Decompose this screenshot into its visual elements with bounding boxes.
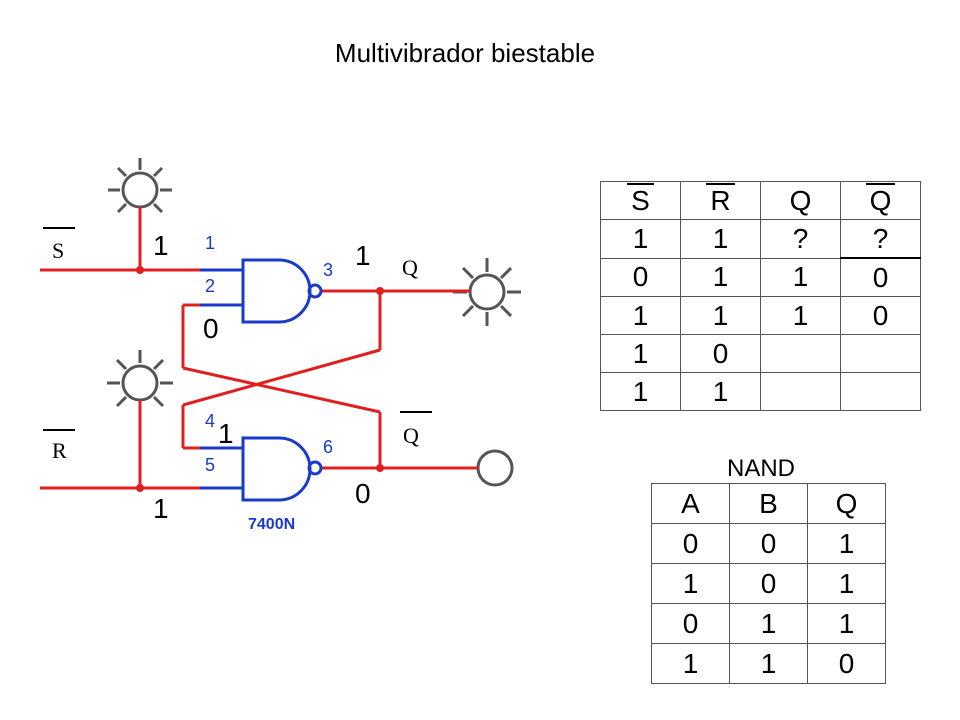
table-cell: 0: [840, 296, 921, 335]
table-cell: 0: [729, 563, 808, 604]
header-r-text: R: [706, 182, 735, 216]
table-cell: 1: [760, 257, 841, 297]
qbar-out-level: 0: [355, 478, 371, 509]
header-r: R: [680, 181, 761, 220]
table-cell: 1: [807, 523, 886, 564]
pin-6-label: 6: [323, 437, 334, 457]
table-cell: [760, 372, 841, 411]
r-line-level: 1: [153, 493, 169, 524]
sr-latch-circuit: [40, 158, 521, 502]
r-input-label: R: [52, 438, 67, 463]
table-cell: 1: [651, 563, 730, 604]
nand-gate-2-icon: [200, 436, 323, 502]
lamp-r-icon: [107, 350, 173, 416]
header-s: S: [600, 181, 681, 220]
table-cell: 0: [651, 603, 730, 644]
table-cell: 1: [600, 372, 681, 411]
qbar-overbar: [400, 411, 432, 413]
r-overbar: [43, 429, 75, 431]
header-q: Q: [807, 483, 886, 524]
chip-label: 7400N: [248, 516, 296, 533]
nand-gate-1-icon: [200, 258, 323, 324]
table-row: 0 0 1: [651, 523, 886, 564]
table-cell: ?: [840, 219, 921, 259]
table-cell: 1: [680, 219, 761, 259]
table-cell: 0: [680, 334, 761, 373]
header-q-text: Q: [789, 184, 812, 216]
nand-table-label: NAND: [727, 455, 796, 482]
pin-1-label: 1: [205, 233, 216, 253]
table-cell: 1: [729, 643, 808, 684]
table-row: 1 0 1: [651, 563, 886, 604]
table-cell: 1: [760, 296, 841, 335]
table-cell: 1: [600, 334, 681, 373]
junction-dots: [136, 266, 384, 492]
s-line-level: 1: [153, 230, 169, 261]
table-row: 0 1 1: [651, 603, 886, 644]
table-cell: 1: [600, 219, 681, 259]
s-input-label: S: [52, 238, 65, 263]
table-cell: ?: [760, 219, 841, 259]
lamp-s-icon: [108, 158, 172, 222]
lamp-qbar-icon: [476, 449, 514, 487]
table-cell: 0: [651, 523, 730, 564]
table-cell: 1: [680, 372, 761, 411]
gate2-in1-level: 1: [218, 418, 234, 449]
header-a: A: [651, 483, 730, 524]
q-output-label: Q: [402, 255, 418, 280]
table-cell: 0: [840, 257, 921, 297]
table-cell: 1: [680, 296, 761, 335]
pin-5-label: 5: [205, 455, 216, 475]
table-cell: [840, 372, 921, 411]
table-row: 1 1 1 0: [600, 296, 921, 335]
table-header-row: S R Q Q: [600, 181, 921, 220]
table-cell: 1: [600, 296, 681, 335]
s-overbar: [43, 227, 75, 229]
header-b: B: [729, 483, 808, 524]
qbar-output-label: Q: [403, 423, 419, 448]
pin-3-label: 3: [323, 260, 334, 280]
sr-truth-table: S R Q Q 1 1 ? ? 0 1 1 0 1 1 1 0 1 0 1 1: [600, 181, 921, 411]
table-cell: 1: [651, 643, 730, 684]
q-out-level: 1: [355, 240, 371, 271]
table-cell: [840, 334, 921, 373]
table-cell: 1: [807, 563, 886, 604]
header-s-text: S: [627, 182, 654, 216]
table-cell: 1: [680, 257, 761, 297]
table-cell: [760, 334, 841, 373]
table-row: 1 1 ? ?: [600, 219, 921, 259]
table-row: 1 1 0: [651, 643, 886, 684]
table-cell: 1: [729, 603, 808, 644]
table-cell: 1: [807, 603, 886, 644]
nand-truth-table: A B Q 0 0 1 1 0 1 0 1 1 1 1 0: [651, 483, 886, 684]
table-row: 0 1 1 0: [600, 257, 921, 297]
table-cell: 0: [807, 643, 886, 684]
header-qbar-text: Q: [865, 182, 896, 216]
table-cell: 0: [600, 257, 681, 297]
header-qbar: Q: [840, 181, 921, 220]
table-row: 1 1: [600, 372, 921, 411]
pin-4-label: 4: [205, 411, 216, 431]
table-cell: 0: [729, 523, 808, 564]
pin-2-label: 2: [205, 276, 216, 296]
table-header-row: A B Q: [651, 483, 886, 524]
table-row: 1 0: [600, 334, 921, 373]
page-title: Multivibrador biestable: [334, 38, 596, 68]
gate1-in2-level: 0: [203, 313, 219, 344]
header-q: Q: [760, 181, 841, 220]
